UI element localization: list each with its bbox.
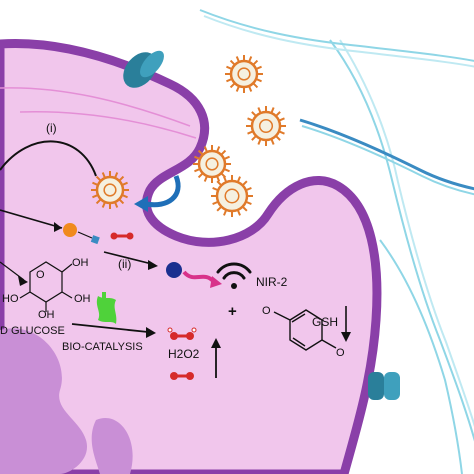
- h2o2-molecule-icon: [170, 372, 194, 380]
- quinone-structure-icon: [273, 309, 337, 351]
- ion-channel-icon: [123, 50, 164, 88]
- quinone-oxygen-left: O: [262, 305, 271, 317]
- membrane-fiber: [0, 87, 191, 127]
- wifi-signal-icon: [216, 262, 252, 289]
- nanoparticle-icon: [211, 175, 253, 217]
- arrow-head: [54, 222, 62, 232]
- label-h2o2: H2O2: [168, 347, 200, 361]
- arrow-line: [103, 251, 153, 265]
- endocytosis-arrow: [145, 175, 181, 208]
- blue-marker: [90, 235, 100, 245]
- orange-dot: [63, 223, 77, 237]
- label-nir2: NIR-2: [256, 275, 288, 289]
- nanoparticles: [91, 55, 286, 217]
- label-glucose: D GLUCOSE: [0, 325, 65, 337]
- nanoparticle-icon: [225, 55, 263, 93]
- organelle: [0, 328, 88, 474]
- dna-strands: [199, 9, 474, 474]
- glucose-structure-icon: [0, 261, 73, 312]
- nanoparticle-icon: [91, 171, 129, 209]
- label-biocatalysis: BIO-CATALYSIS: [62, 341, 143, 353]
- cell-cytoplasm: [0, 39, 382, 474]
- arrow-head: [148, 260, 158, 270]
- membrane-fiber: [19, 111, 197, 139]
- label-step-i: (i): [46, 121, 57, 135]
- h2o2-molecule-icon: [110, 232, 134, 240]
- organelle: [91, 418, 133, 474]
- nanoparticle-icon: [193, 145, 231, 183]
- ion-channel-icon: [368, 372, 400, 400]
- glucose-oh-right: OH: [74, 293, 91, 305]
- label-gsh: GSH: [312, 315, 338, 329]
- arrow-line: [0, 209, 63, 229]
- plus-sign: +: [228, 303, 237, 320]
- glucose-ring-oxygen: O: [36, 269, 45, 281]
- glucose-oh-top: OH: [72, 257, 89, 269]
- enzyme-icon: [96, 292, 117, 324]
- arrow-line: [71, 323, 149, 333]
- glucose-ho-left: HO: [2, 293, 19, 305]
- quinone-oxygen-right: O: [336, 347, 345, 359]
- h2o2-molecule-icon: [167, 327, 197, 340]
- nanoparticle-icon: [246, 106, 286, 146]
- pathway-arc-arrow: [0, 140, 97, 177]
- label-step-ii: (ii): [118, 257, 131, 271]
- glucose-oh-bottom: OH: [38, 309, 55, 321]
- probe-dot: [166, 262, 182, 278]
